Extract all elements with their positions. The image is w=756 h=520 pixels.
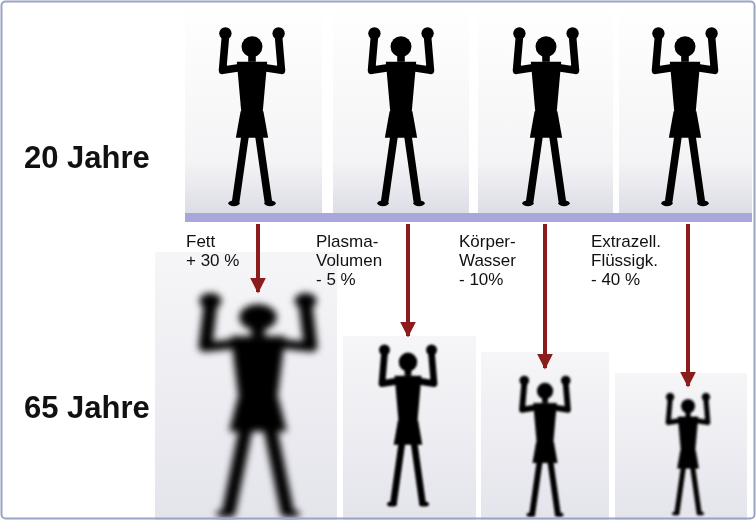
age-label: 20 Jahre <box>24 140 150 175</box>
change-label: Plasma-Volumen- 5 % <box>316 232 382 289</box>
change-label: Fett+ 30 % <box>186 232 239 270</box>
bottom-panels <box>155 252 747 520</box>
top-panels <box>185 2 752 222</box>
old-silhouettes <box>199 293 710 517</box>
young-silhouettes <box>219 27 718 206</box>
change-label: Körper-Wasser- 10% <box>459 232 516 289</box>
change-arrows <box>258 224 688 386</box>
change-label: Extrazell.Flüssigk.- 40 % <box>591 232 661 289</box>
base-bar <box>185 213 752 222</box>
age-label: 65 Jahre <box>24 390 150 425</box>
